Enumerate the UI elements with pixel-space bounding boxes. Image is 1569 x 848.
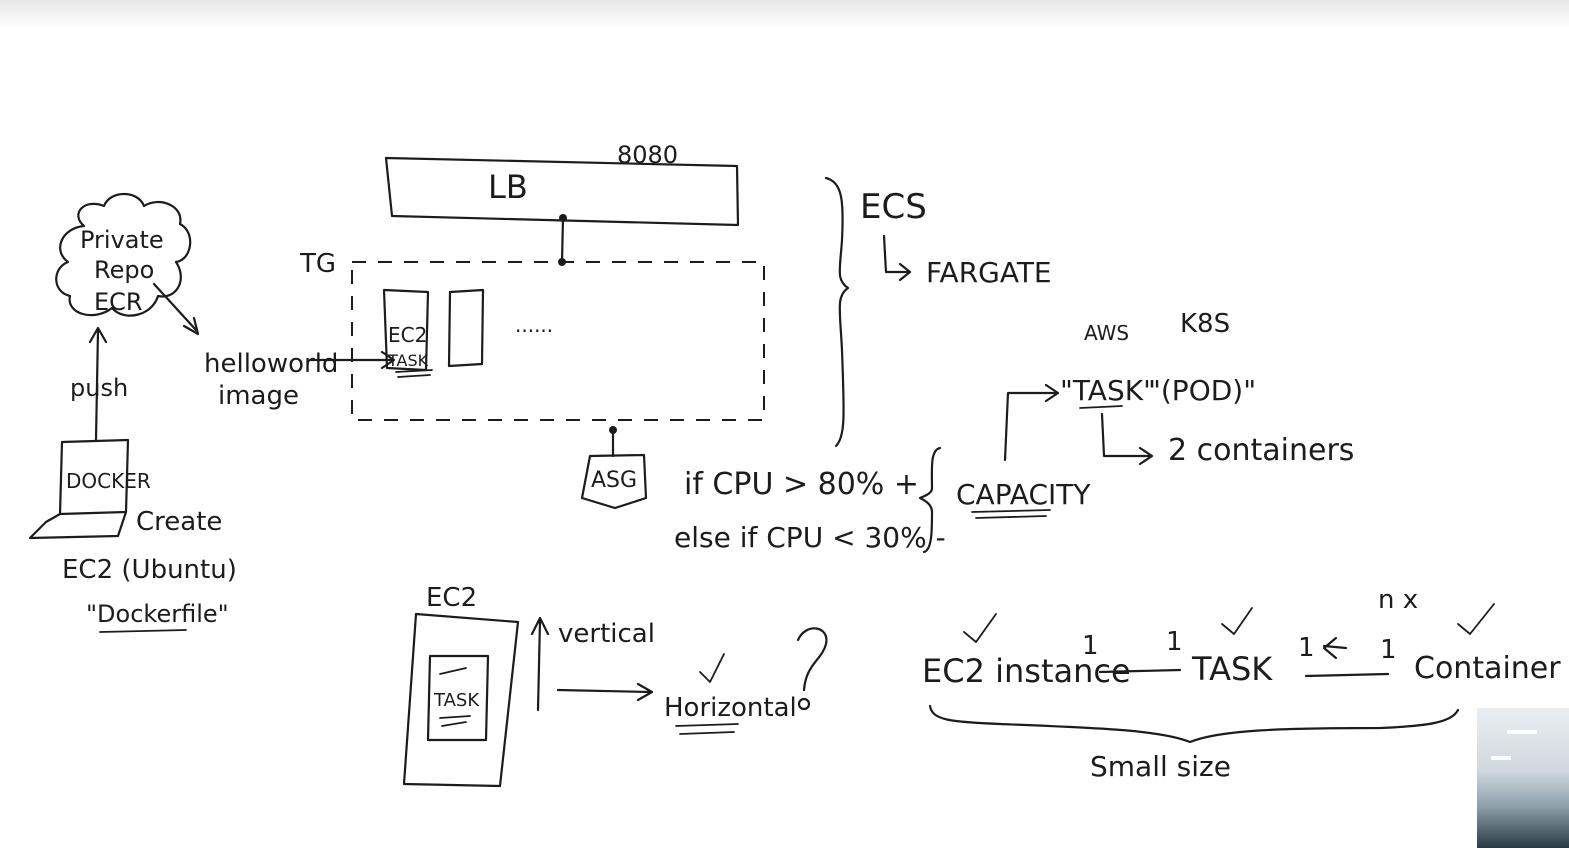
lower-ec2-label: EC2 bbox=[426, 583, 477, 613]
push-label: push bbox=[70, 374, 128, 402]
condition-brace bbox=[918, 446, 942, 554]
cloud-shape bbox=[55, 192, 192, 317]
webcam-thumbnail bbox=[1477, 708, 1569, 848]
ec2-in-tg-label: EC2 bbox=[388, 323, 427, 347]
capacity-to-task-arrow bbox=[1003, 383, 1060, 462]
ec2-ubuntu-label: EC2 (Ubuntu) bbox=[62, 555, 237, 585]
ecs-section: ECS FARGATE bbox=[824, 176, 1052, 448]
condition-line-2: else if CPU < 30% - bbox=[674, 521, 946, 554]
small-size-label: Small size bbox=[1090, 750, 1231, 783]
image-line-2: image bbox=[218, 381, 299, 411]
load-balancer: LB 8080 bbox=[384, 141, 740, 266]
lb-connector bbox=[560, 216, 565, 264]
tg-label: TG bbox=[299, 249, 336, 279]
horizontal-underline bbox=[675, 723, 739, 735]
cloud-line-2: Repo bbox=[94, 256, 154, 284]
lower-task-marks bbox=[439, 667, 471, 727]
create-label: Create bbox=[136, 507, 222, 537]
cloud-line-3: ECR bbox=[94, 288, 143, 316]
asg-connector-dot bbox=[609, 426, 617, 434]
asg-shape bbox=[580, 453, 648, 510]
aws-label: AWS bbox=[1084, 321, 1129, 345]
lower-ec2-diagram: EC2 TASK vertical Horizontal bbox=[402, 583, 828, 788]
helloworld-image: helloworld image bbox=[204, 349, 396, 411]
vertical-arrow bbox=[530, 616, 550, 712]
ceiling-light bbox=[1491, 756, 1511, 760]
lb-label: LB bbox=[488, 168, 528, 206]
ceiling-light bbox=[1507, 730, 1537, 734]
cloud-to-image-arrow bbox=[152, 282, 200, 336]
cloud-line-1: Private bbox=[80, 226, 164, 254]
dockerfile-label: "Dockerfile" bbox=[86, 600, 229, 628]
image-to-task-arrow bbox=[308, 350, 396, 370]
pod-quote-label: "(POD)" bbox=[1148, 374, 1256, 407]
n-x-label: n x bbox=[1378, 585, 1418, 615]
dockerfile-underline bbox=[99, 629, 187, 633]
task-pod-section: AWS K8S "TASK" "(POD)" 2 containers bbox=[1060, 309, 1354, 468]
scaling-condition: if CPU > 80% + else if CPU < 30% - CAPAC… bbox=[674, 383, 1091, 554]
task-quote-label: "TASK" bbox=[1060, 374, 1156, 407]
task-checkmark bbox=[1221, 607, 1253, 635]
lb-connector-dot-top bbox=[559, 214, 567, 222]
k8s-label: K8S bbox=[1180, 309, 1230, 339]
top-gradient-bar bbox=[0, 0, 1569, 28]
lb-box bbox=[384, 156, 740, 227]
capacity-underline bbox=[971, 509, 1051, 519]
instance-task-line bbox=[1098, 668, 1182, 674]
docker-laptop: push DOCKER Create EC2 (Ubuntu) "Dockerf… bbox=[28, 326, 237, 633]
container-label: Container bbox=[1414, 651, 1561, 686]
ecs-to-fargate-arrow bbox=[882, 234, 912, 282]
question-mark-curve bbox=[796, 627, 828, 692]
capacity-label: CAPACITY bbox=[956, 478, 1091, 511]
condition-line-1: if CPU > 80% + bbox=[684, 467, 919, 502]
container-checkmark bbox=[1457, 603, 1495, 635]
lower-task-box bbox=[426, 654, 490, 742]
task-chain-label: TASK bbox=[1191, 650, 1273, 688]
horizontal-checkmark bbox=[699, 653, 725, 683]
port-label: 8080 bbox=[617, 141, 678, 169]
two-containers-label: 2 containers bbox=[1168, 433, 1354, 468]
task-quote-underline bbox=[1079, 405, 1123, 409]
private-repo-cloud: Private Repo ECR bbox=[55, 192, 200, 336]
multiplicity-1c: 1 bbox=[1298, 633, 1315, 663]
auto-scaling-group: ASG bbox=[580, 426, 648, 510]
small-size-brace bbox=[928, 704, 1460, 744]
target-group: TG EC2 TASK ...... bbox=[299, 249, 765, 421]
task-container-line bbox=[1304, 636, 1390, 678]
task-to-containers-arrow bbox=[1100, 412, 1154, 466]
multiplicity-1b: 1 bbox=[1166, 627, 1183, 657]
horizontal-label: Horizontal bbox=[664, 693, 797, 723]
push-arrow bbox=[88, 326, 108, 442]
horizontal-arrow bbox=[556, 682, 654, 702]
ecs-label: ECS bbox=[860, 187, 927, 227]
instance-task-container-chain: EC2 instance 1 1 TASK 1 1 n x Container … bbox=[922, 585, 1561, 783]
task-in-tg-label: TASK bbox=[387, 351, 429, 370]
image-line-1: helloworld bbox=[204, 349, 338, 379]
question-mark-dot bbox=[797, 697, 811, 711]
lower-task-label: TASK bbox=[433, 690, 480, 711]
laptop-base bbox=[28, 510, 128, 540]
vertical-label: vertical bbox=[558, 619, 655, 649]
multiplicity-1a: 1 bbox=[1082, 631, 1099, 661]
ec2-instance-checkmark bbox=[963, 613, 997, 643]
more-instances-dots: ...... bbox=[515, 313, 553, 337]
docker-label: DOCKER bbox=[66, 469, 151, 493]
task-underline bbox=[395, 369, 433, 378]
lower-ec2-box bbox=[402, 612, 520, 788]
ec2-instance-label: EC2 instance bbox=[922, 652, 1131, 690]
fargate-label: FARGATE bbox=[926, 256, 1052, 289]
ecs-brace bbox=[824, 176, 850, 448]
asg-label: ASG bbox=[591, 468, 637, 493]
second-instance-box bbox=[447, 288, 485, 368]
multiplicity-1d: 1 bbox=[1380, 635, 1397, 665]
